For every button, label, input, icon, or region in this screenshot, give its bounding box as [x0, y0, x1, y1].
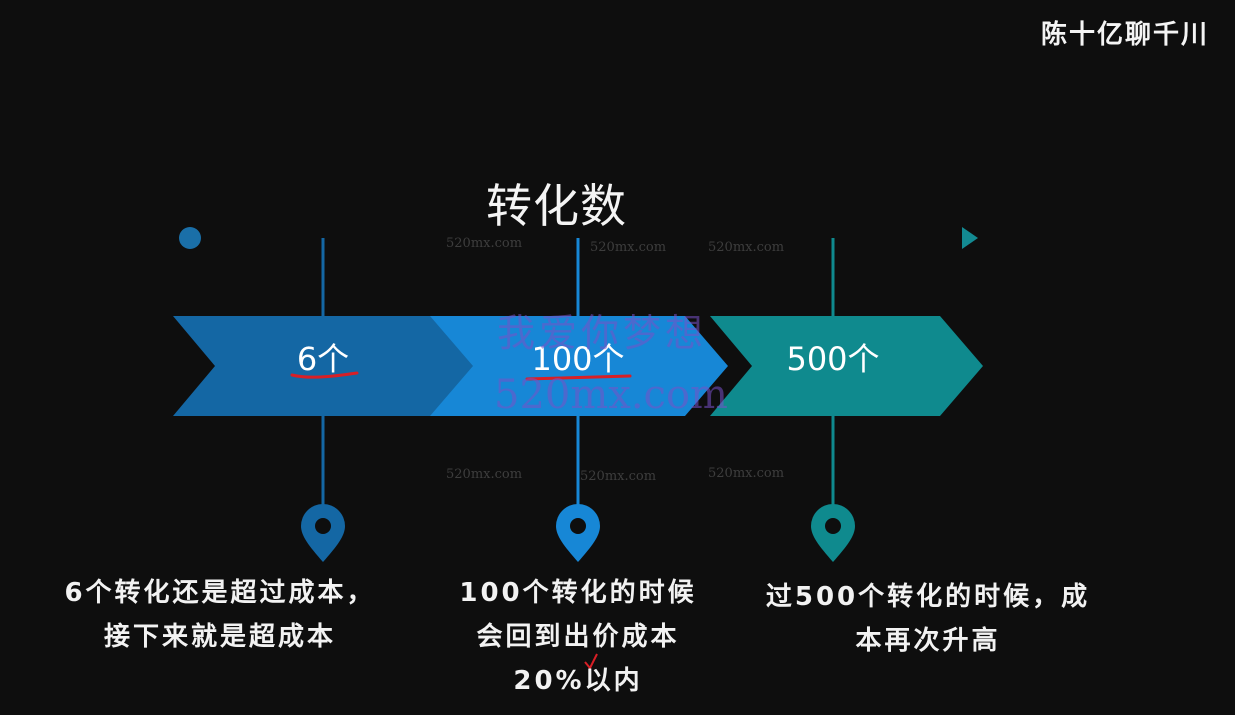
- watermark-text: 520mx.com: [446, 467, 523, 482]
- description-line: 100个转化的时候: [459, 578, 697, 608]
- stage-description-3: 过500个转化的时候，成 本再次升高: [748, 575, 1108, 663]
- watermark-text: 520mx.com: [590, 240, 667, 255]
- stage-description-1: 6个转化还是超过成本， 接下来就是超成本: [40, 571, 400, 659]
- location-pin-icon: [556, 504, 600, 562]
- watermark-text: 520mx.com: [580, 469, 657, 484]
- watermark-text: 520mx.com: [708, 240, 785, 255]
- stage-description-2: 100个转化的时候 会回到出价成本 20%以内: [418, 571, 738, 703]
- stage-label-2: 100个: [531, 340, 625, 378]
- description-line: 本再次升高: [855, 626, 1001, 656]
- location-pin-icon: [301, 504, 345, 562]
- watermark-cn: 我爱你梦想: [497, 311, 708, 355]
- chevron-3: [710, 316, 983, 416]
- description-line: 接下来就是超成本: [103, 622, 336, 652]
- watermark-text: 520mx.com: [446, 236, 523, 251]
- chevron-1: [173, 316, 473, 416]
- description-line: 会回到出价成本: [476, 622, 680, 652]
- red-underline-2: [525, 374, 632, 381]
- brand-label: 陈十亿聊千川: [1040, 20, 1209, 50]
- description-line: 20%以内: [513, 666, 643, 696]
- watermark-text: 520mx.com: [708, 466, 785, 481]
- red-tick-mark: [584, 653, 598, 670]
- description-line: 6个转化还是超过成本，: [64, 578, 376, 608]
- chevron-2: [428, 316, 728, 416]
- axis-arrowhead: [962, 227, 978, 249]
- red-underline-1: [290, 371, 359, 379]
- stage-label-3: 500个: [786, 340, 880, 378]
- diagram-title: 转化数: [486, 179, 627, 233]
- watermark-en: 520mx.com: [494, 372, 728, 418]
- location-pin-icon: [811, 504, 855, 562]
- stage-label-1: 6个: [296, 340, 350, 378]
- description-line: 过500个转化的时候，成: [765, 582, 1091, 612]
